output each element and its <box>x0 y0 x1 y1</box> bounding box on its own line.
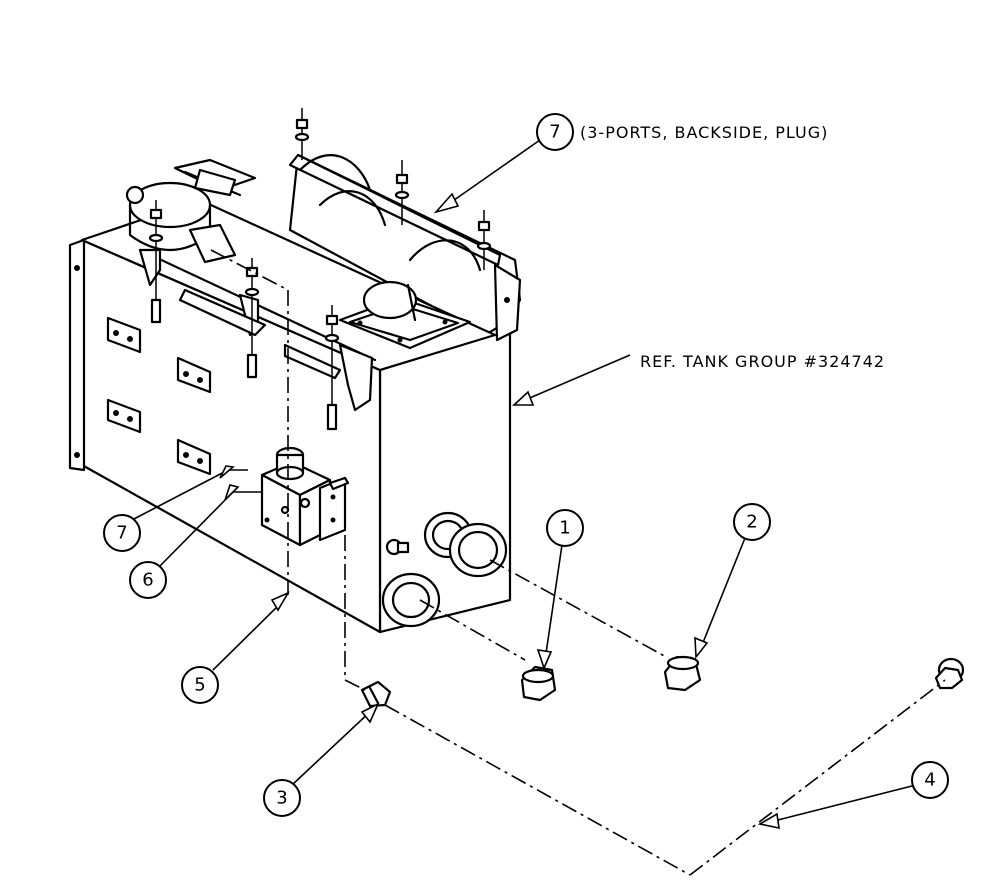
ports-note: (3-PORTS, BACKSIDE, PLUG) <box>580 123 828 142</box>
tank-ref-note: REF. TANK GROUP #324742 <box>640 352 885 371</box>
callout-3: 3 <box>263 702 380 817</box>
plug-item-2 <box>663 655 702 692</box>
fitting-item-3 <box>360 680 392 708</box>
tank-ports <box>381 511 508 628</box>
balloon-label: 1 <box>559 518 570 539</box>
mounting-plate <box>288 153 502 272</box>
plug-item-1 <box>520 665 557 702</box>
callout-6: 6 <box>129 484 262 599</box>
balloon-label: 7 <box>549 122 560 143</box>
callout-2: 2 <box>694 503 771 660</box>
valve-block <box>260 446 350 547</box>
balloon-label: 2 <box>746 512 757 533</box>
callout-7-left: 7 <box>103 465 248 552</box>
plug-item-4 <box>934 657 965 690</box>
balloon-label: 7 <box>116 523 127 544</box>
centerlines <box>210 249 946 876</box>
balloon-label: 4 <box>924 770 935 791</box>
fastener-stacks <box>148 108 492 431</box>
balloon-label: 6 <box>142 570 153 591</box>
top-clamps <box>138 248 377 412</box>
front-brackets <box>106 316 212 476</box>
breather-cap <box>338 280 472 350</box>
callout-5: 5 <box>181 591 290 704</box>
callout-4: 4 <box>757 761 949 830</box>
balloon-label: 5 <box>194 675 205 696</box>
balloon-label: 3 <box>276 788 287 809</box>
callout-7-top: 7 (3-PORTS, BACKSIDE, PLUG) <box>433 113 828 214</box>
callout-tank-ref: REF. TANK GROUP #324742 <box>511 352 885 406</box>
callout-1: 1 <box>536 509 584 671</box>
